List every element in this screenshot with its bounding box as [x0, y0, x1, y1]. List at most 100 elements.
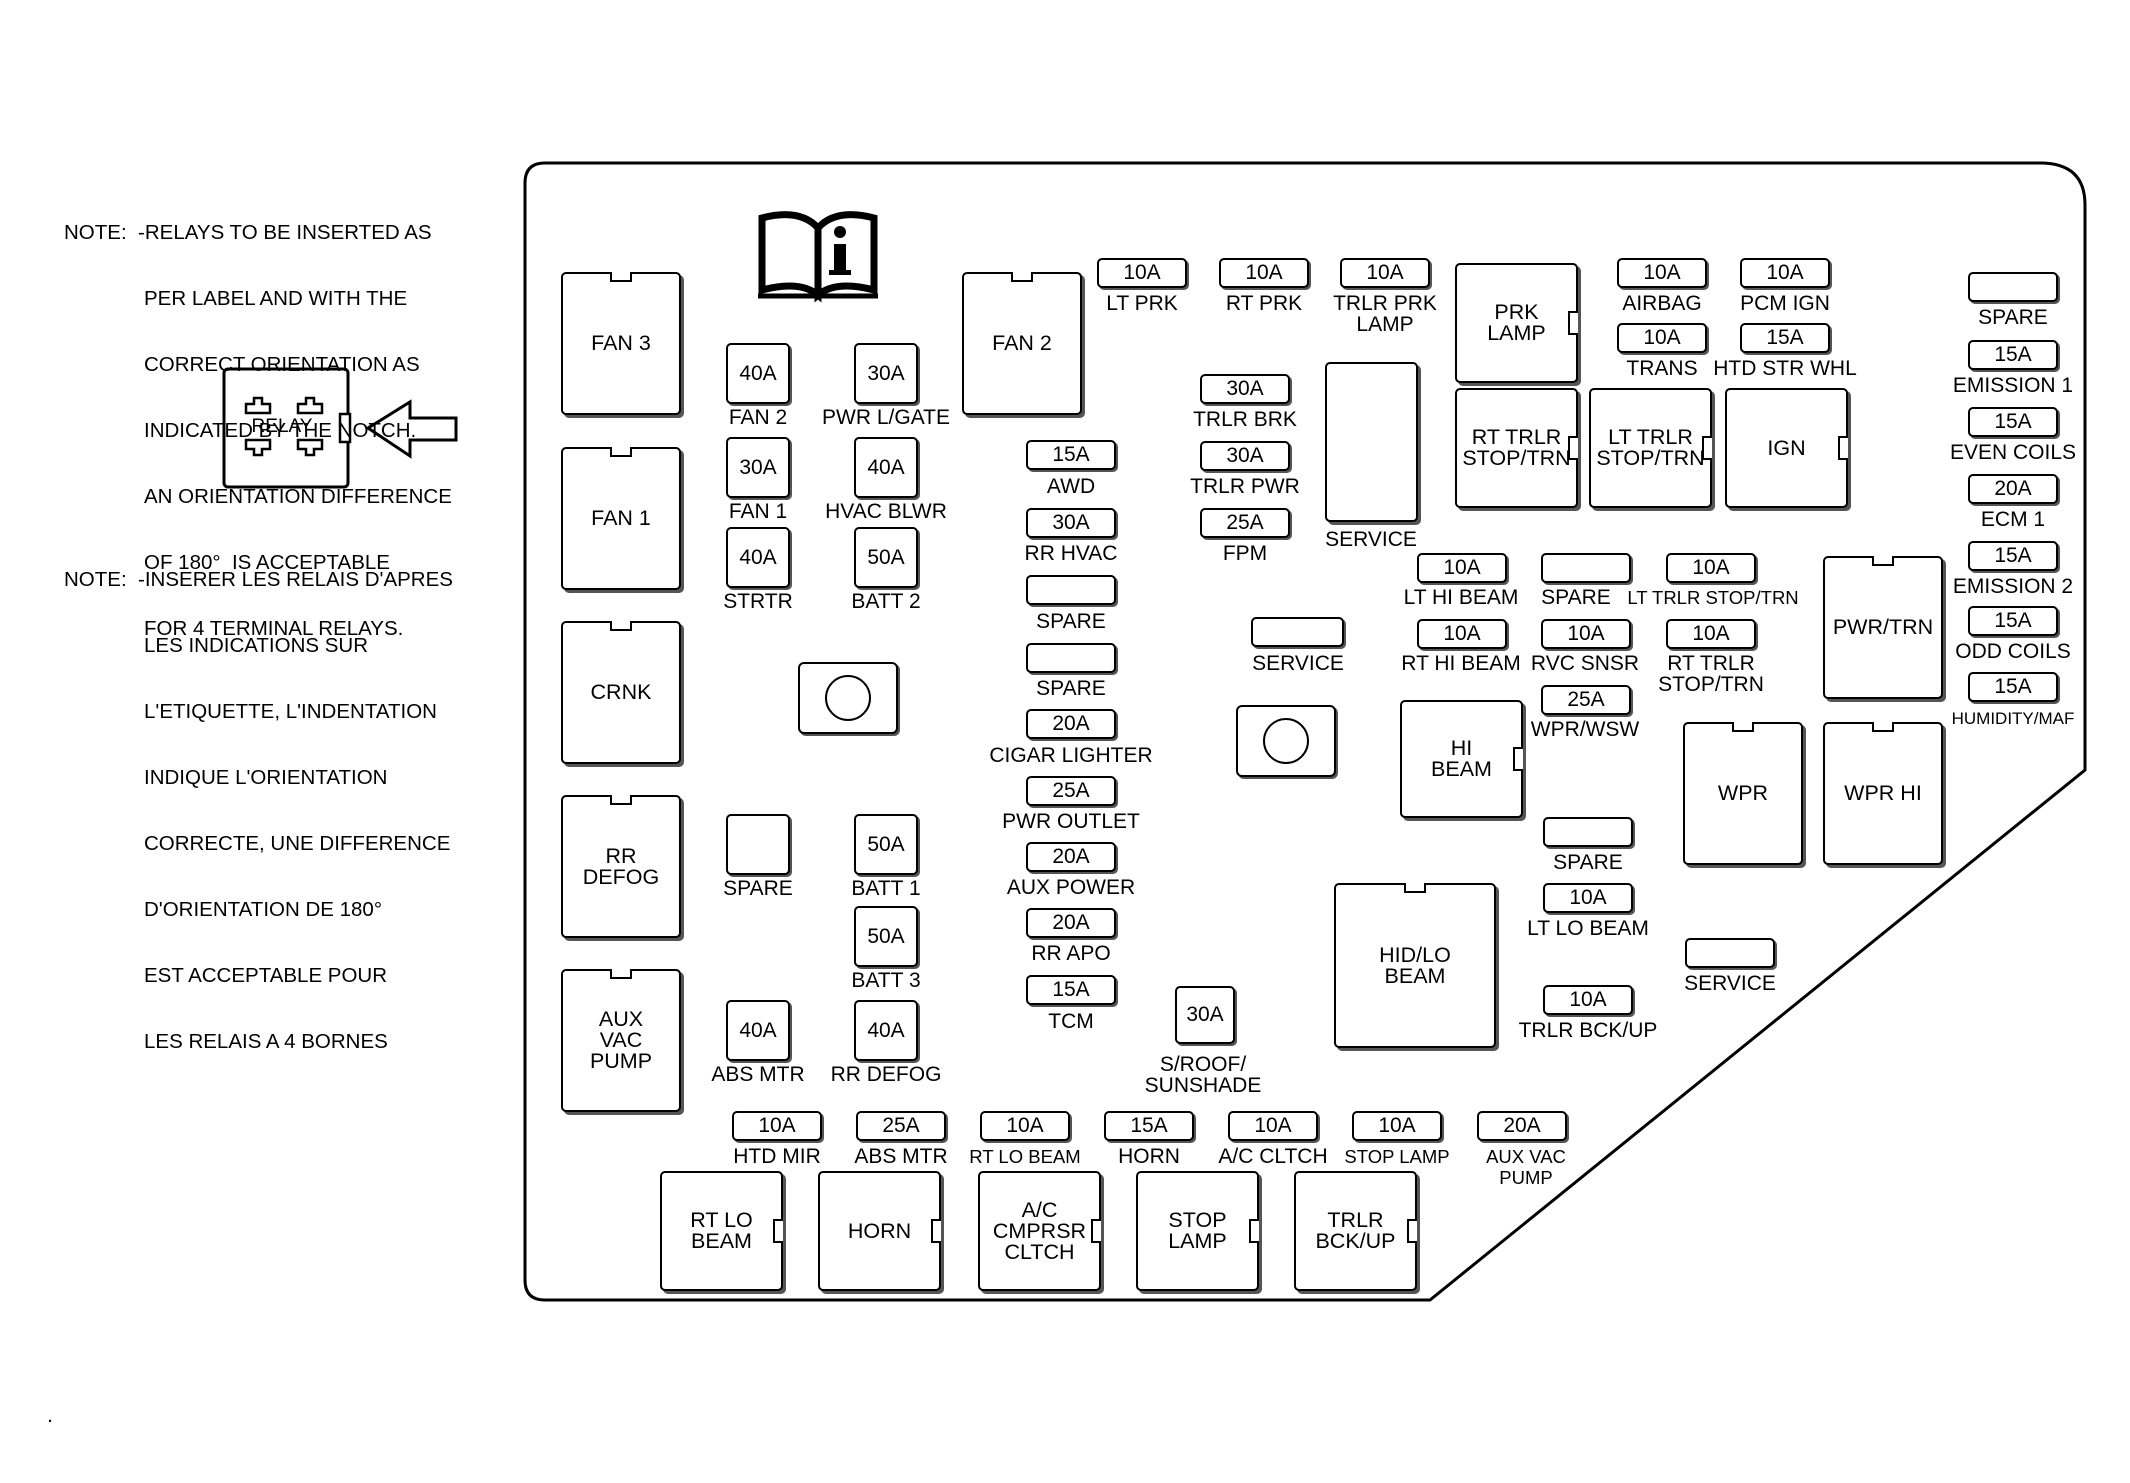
fuse-aux-vac-pump: 20A: [1477, 1111, 1567, 1141]
fuse-spare: [726, 814, 790, 875]
fuse-label: RT HI BEAM: [1401, 652, 1521, 675]
fuse-label: HUMIDITY/MAF: [1951, 709, 2075, 728]
fuse-aux-power: 20A: [1026, 842, 1116, 872]
fuse-rt-prk: 10A: [1219, 258, 1309, 288]
relay-rt-trlr-stop-trn: RT TRLR STOP/TRN: [1455, 388, 1578, 508]
fuse-label: EMISSION 2: [1952, 575, 2074, 598]
fuse-label: STRTR: [723, 590, 793, 613]
fuse-pwr-lgate: 30A: [854, 343, 918, 404]
fuse-abs-mtr-mini: 25A: [856, 1111, 946, 1141]
fuse-label: SPARE: [1553, 851, 1623, 874]
fuse-label: TRLR PWR: [1190, 475, 1300, 498]
note-line: L'ETIQUETTE, L'INDENTATION: [144, 700, 437, 723]
fuse-lt-trlr-stop-trn: 10A: [1666, 553, 1756, 583]
note-line: AN ORIENTATION DIFFERENCE: [144, 485, 452, 508]
fuse-label: BATT 3: [851, 969, 921, 992]
fuse-label: WPR/WSW: [1530, 718, 1640, 741]
fuse-label: TRANS: [1626, 357, 1698, 380]
relay-wpr-hi: WPR HI: [1823, 722, 1943, 865]
fuse-label: HTD MIR: [733, 1145, 821, 1168]
relay-ac-cmprsr-cltch: A/C CMPRSR CLTCH: [978, 1171, 1101, 1291]
fuse-label: RT PRK: [1225, 292, 1303, 315]
fuse-label: RR DEFOG: [830, 1063, 942, 1086]
note-line: CORRECT ORIENTATION AS: [144, 353, 420, 376]
fuse-tcm: 15A: [1026, 975, 1116, 1005]
relay-hi-beam: HI BEAM: [1400, 700, 1523, 818]
fuse-spare-mid: [1541, 553, 1631, 583]
fuse-horn: 15A: [1104, 1111, 1194, 1141]
fuse-label: PCM IGN: [1740, 292, 1830, 315]
fuse-ecm-1: 20A: [1968, 474, 2058, 504]
relay-trlr-bck-up: TRLR BCK/UP: [1294, 1171, 1417, 1291]
note-line: D'ORIENTATION DE 180°: [144, 898, 383, 921]
fuse-wpr-wsw: 25A: [1541, 685, 1631, 715]
relay-fan1: FAN 1: [561, 447, 681, 590]
fuse-service-center: [1251, 617, 1344, 647]
fuse-label: TRLR BCK/UP: [1518, 1019, 1658, 1042]
fuse-pcm-ign: 10A: [1740, 258, 1830, 288]
relay-stop-lamp: STOP LAMP: [1136, 1171, 1259, 1291]
relay-hid-lo-beam: HID/LO BEAM: [1334, 883, 1496, 1048]
fuse-cigar-lighter: 20A: [1026, 709, 1116, 739]
fuse-label: LT PRK: [1106, 292, 1178, 315]
note-english: NOTE: -RELAYS TO BE INSERTED AS PER LABE…: [64, 178, 452, 684]
fuse-label: TCM: [1048, 1010, 1094, 1033]
fuse-label: AIRBAG: [1622, 292, 1702, 315]
fuse-label: BATT 2: [851, 590, 921, 613]
relay-horn: HORN: [818, 1171, 941, 1291]
fuse-label: EMISSION 1: [1952, 374, 2074, 397]
fuse-label: FPM: [1222, 542, 1268, 565]
relay-fan3: FAN 3: [561, 272, 681, 415]
fuse-trlr-pwr: 30A: [1200, 441, 1290, 471]
fuse-fpm: 25A: [1200, 508, 1290, 538]
relay-rr-defog: RR DEFOG: [561, 795, 681, 938]
fuse-strtr: 40A: [726, 527, 790, 588]
fuse-lt-hi-beam: 10A: [1417, 553, 1507, 583]
fuse-label: BATT 1: [851, 877, 921, 900]
fuse-trlr-prk: 10A: [1340, 258, 1430, 288]
fuse-rvc-snsr: 10A: [1541, 619, 1631, 649]
relay-fan2: FAN 2: [962, 272, 1082, 415]
fuse-humidity-maf: 15A: [1968, 672, 2058, 702]
fuse-batt2: 50A: [854, 527, 918, 588]
fuse-label: SPARE: [723, 877, 793, 900]
fuse-spare-low: [1543, 817, 1633, 847]
fuse-fan1: 30A: [726, 437, 790, 498]
fuse-lt-prk: 10A: [1097, 258, 1187, 288]
fuse-label: LT HI BEAM: [1403, 586, 1519, 609]
fuse-label: RR HVAC: [1024, 542, 1118, 565]
fuse-ac-cltch: 10A: [1228, 1111, 1318, 1141]
fuse-htd-mir: 10A: [732, 1111, 822, 1141]
fuse-emission-1: 15A: [1968, 340, 2058, 370]
relay-lt-trlr-stop-trn: LT TRLR STOP/TRN: [1589, 388, 1712, 508]
fuse-htd-str-whl: 15A: [1740, 323, 1830, 353]
relay-prk-lamp: PRK LAMP: [1455, 263, 1578, 383]
fuse-label: PWR OUTLET: [1002, 810, 1140, 833]
fuse-label: SERVICE: [1684, 972, 1776, 995]
fuse-label: ABS MTR: [711, 1063, 805, 1086]
note-line: LES INDICATIONS SUR: [144, 634, 369, 657]
fuse-label: SERVICE: [1252, 652, 1344, 675]
note-french: NOTE: -INSERER LES RELAIS D'APRES LES IN…: [64, 525, 453, 1097]
note-line: EST ACCEPTABLE POUR: [144, 964, 388, 987]
fuse-label: ODD COILS: [1955, 640, 2071, 663]
relay-crnk: CRNK: [561, 621, 681, 764]
fuse-label: HTD STR WHL: [1713, 357, 1857, 380]
fuse-label: LT TRLR STOP/TRN: [1627, 587, 1799, 608]
fuse-label: LT LO BEAM: [1527, 917, 1649, 940]
fuse-rt-lo-beam: 10A: [980, 1111, 1070, 1141]
fuse-hvac-blwr: 40A: [854, 437, 918, 498]
note-line: PER LABEL AND WITH THE: [144, 287, 408, 310]
fuse-sroof: 30A: [1175, 986, 1235, 1044]
fuse-stop-lamp: 10A: [1352, 1111, 1442, 1141]
fuse-label: HVAC BLWR: [825, 500, 947, 523]
note-line: INDICATED BY THE NOTCH.: [144, 419, 417, 442]
relay-aux-vac-pump: AUX VAC PUMP: [561, 969, 681, 1112]
fuse-fan2: 40A: [726, 343, 790, 404]
fuse-label: ABS MTR: [854, 1145, 948, 1168]
relay-service-label: SERVICE: [1325, 528, 1417, 551]
relay-ign: IGN: [1725, 388, 1848, 508]
note-line: LES RELAIS A 4 BORNES: [144, 1030, 388, 1053]
